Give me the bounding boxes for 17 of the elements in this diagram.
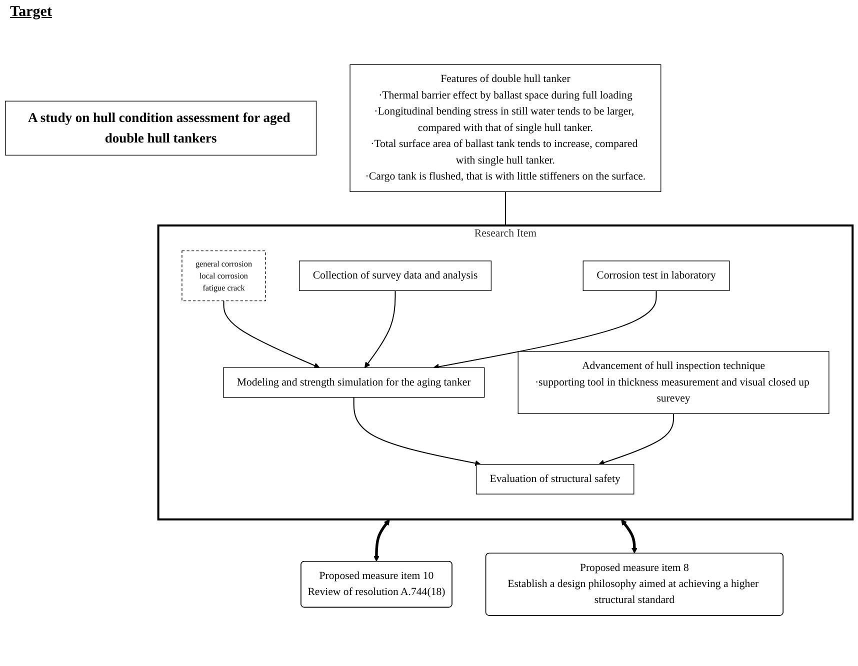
connector (504, 192, 506, 226)
arrow (598, 414, 674, 466)
node-box: Collection of survey data and analysis (298, 260, 492, 291)
node-box: Modeling and strength simulation for the aging tanker (223, 367, 485, 398)
node-box: A study on hull condition assessment for aged double hull tankers (5, 100, 317, 156)
node-box: Features of double hull tanker ·Thermal barrier effect by ballast space during full loading ·Longitudinal bending stress in still water tends to be larger, compared with that of single hull tanker. ·Total surface area of ballast tank tends to increase, compared with single hull tanker. ·Cargo tank is flushed, that is with little stiffeners on the surface. (350, 64, 662, 192)
node-box: Advancement of hull inspection technique ·supporting tool in thickness measurement and visual closed up surevey (518, 351, 830, 414)
section-label: Target (10, 4, 52, 20)
node-box: Corrosion test in laboratory (582, 260, 730, 291)
node-box: general corrosion local corrosion fatigue crack (182, 250, 266, 302)
arrow (364, 290, 396, 368)
arrow (621, 519, 638, 554)
arrow (374, 519, 390, 562)
node-box: Evaluation of structural safety (476, 464, 634, 494)
arrow (223, 300, 320, 368)
arrow (433, 290, 657, 370)
arrow (353, 397, 481, 466)
